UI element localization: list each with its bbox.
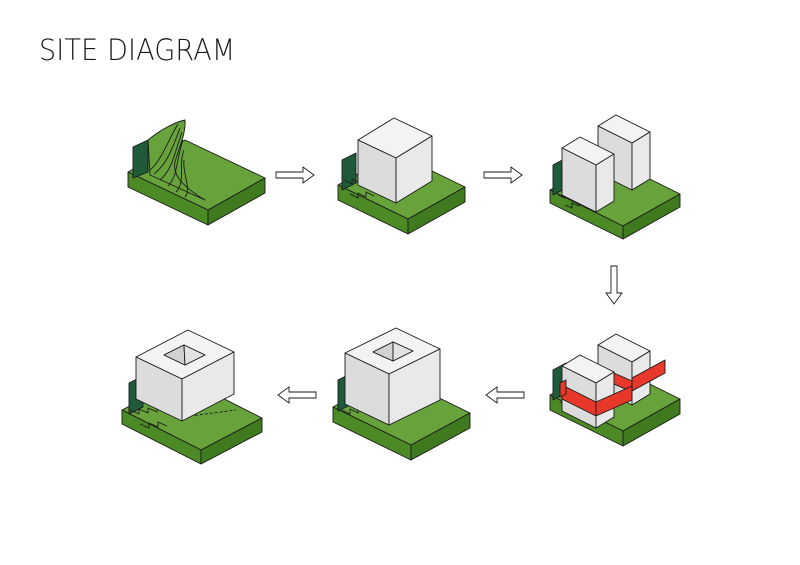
step-1-sloped-terrain-icon bbox=[127, 119, 266, 226]
step-3-split-twin-blocks-icon bbox=[549, 114, 681, 240]
arrow-left-2-icon bbox=[277, 386, 317, 404]
arrow-left-1-icon bbox=[485, 386, 525, 404]
page-title: SITE DIAGRAM bbox=[39, 33, 236, 67]
arrow-down-icon bbox=[605, 265, 623, 305]
step-5-courtyard-block-icon bbox=[332, 327, 471, 461]
step-6-lifted-courtyard-block-icon bbox=[121, 329, 263, 465]
arrow-right-1-icon bbox=[275, 166, 315, 184]
step-4-twin-blocks-red-bands-icon bbox=[549, 333, 681, 447]
step-2-single-block-icon bbox=[337, 117, 466, 235]
arrow-right-2-icon bbox=[483, 166, 523, 184]
